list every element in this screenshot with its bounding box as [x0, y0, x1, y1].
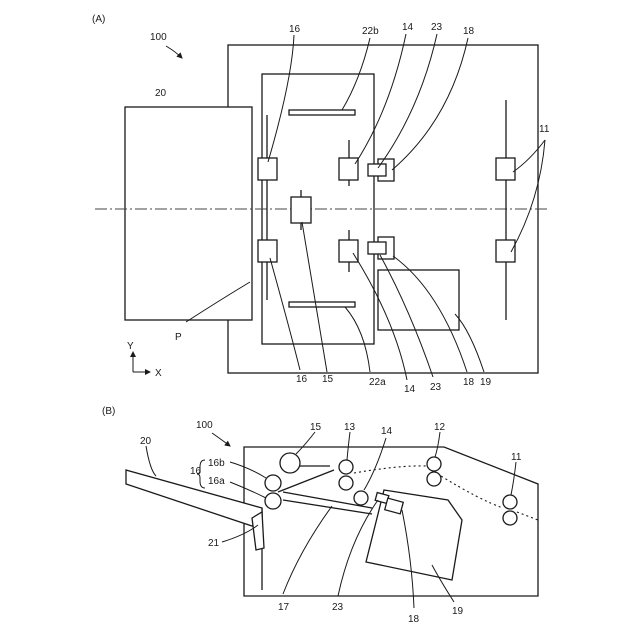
- label-12-b: 12: [434, 422, 446, 433]
- leader-20-b: [146, 446, 156, 476]
- panel-label-a: (A): [92, 14, 105, 25]
- label-16a: 16a: [208, 476, 225, 487]
- sensor-23-top: [368, 164, 386, 176]
- tray-20: [125, 107, 252, 320]
- label-15-a: 15: [322, 374, 334, 385]
- guide-22a: [289, 302, 355, 307]
- device-ref-b: 100: [196, 420, 213, 431]
- roller-13-bottom: [339, 476, 353, 490]
- device-ref-arrow-a: [166, 46, 182, 58]
- label-18-top: 18: [463, 26, 475, 37]
- leader-16b: [230, 462, 266, 478]
- axis-y-label: Y: [127, 341, 134, 352]
- label-20-a: 20: [155, 88, 167, 99]
- label-19-b: 19: [452, 606, 464, 617]
- label-19-a: 19: [480, 377, 492, 388]
- leader-16a: [230, 482, 266, 498]
- roller-16-top: [258, 158, 277, 180]
- roller-16-bottom: [258, 240, 277, 262]
- roller-16b: [265, 475, 281, 491]
- label-15-b: 15: [310, 422, 322, 433]
- label-16-top: 16: [289, 24, 301, 35]
- label-23-b: 23: [332, 602, 344, 613]
- label-11-b: 11: [511, 452, 522, 463]
- roller-15: [291, 197, 311, 223]
- dotted-path-end: [517, 512, 538, 520]
- roller-11-bottom: [496, 240, 515, 262]
- roller-12-bottom: [427, 472, 441, 486]
- label-18-bottom: 18: [463, 377, 475, 388]
- roller-14-bottom: [339, 240, 358, 262]
- label-23-bottom: 23: [430, 382, 442, 393]
- leader-14-b: [364, 438, 386, 490]
- label-14-bottom: 14: [404, 384, 416, 395]
- figure-a: (A) 100: [92, 14, 550, 395]
- roller-16a: [265, 493, 281, 509]
- roller-14-top: [339, 158, 358, 180]
- leader-13-b: [347, 432, 350, 460]
- stopper-21: [252, 512, 264, 550]
- label-18-b: 18: [408, 614, 420, 625]
- label-11-a: 11: [539, 124, 550, 135]
- figure-b: (B) 100: [102, 406, 538, 625]
- roller-11-top-b: [503, 495, 517, 509]
- label-17: 17: [278, 602, 290, 613]
- axis-x-label: X: [155, 368, 162, 379]
- sensor-23-bottom: [368, 242, 386, 254]
- leader-12-b: [435, 432, 440, 457]
- roller-15-b: [280, 453, 300, 473]
- label-P: P: [175, 332, 182, 343]
- roller-11-bottom-b: [503, 511, 517, 525]
- roller-11-top: [496, 158, 515, 180]
- label-22b: 22b: [362, 26, 379, 37]
- label-14-top: 14: [402, 22, 414, 33]
- label-14-b: 14: [381, 426, 393, 437]
- label-20-b: 20: [140, 436, 152, 447]
- roller-13-top: [339, 460, 353, 474]
- roller-14-b: [354, 491, 368, 505]
- upper-plate: [278, 470, 334, 492]
- guide-22b: [289, 110, 355, 115]
- leader-17: [283, 506, 332, 594]
- label-23-top: 23: [431, 22, 443, 33]
- label-22a: 22a: [369, 377, 386, 388]
- device-ref-arrow-b: [212, 433, 230, 446]
- tray-20-b: [126, 470, 262, 526]
- label-21: 21: [208, 538, 220, 549]
- label-13-b: 13: [344, 422, 356, 433]
- dotted-path-upper: [354, 466, 427, 473]
- label-16-bottom: 16: [296, 374, 308, 385]
- unit-19-b: [366, 490, 462, 580]
- leader-11-b: [511, 462, 516, 495]
- device-ref-a: 100: [150, 32, 167, 43]
- label-16b: 16b: [208, 458, 225, 469]
- panel-label-b: (B): [102, 406, 115, 417]
- leader-15-b: [296, 432, 315, 454]
- roller-12-top: [427, 457, 441, 471]
